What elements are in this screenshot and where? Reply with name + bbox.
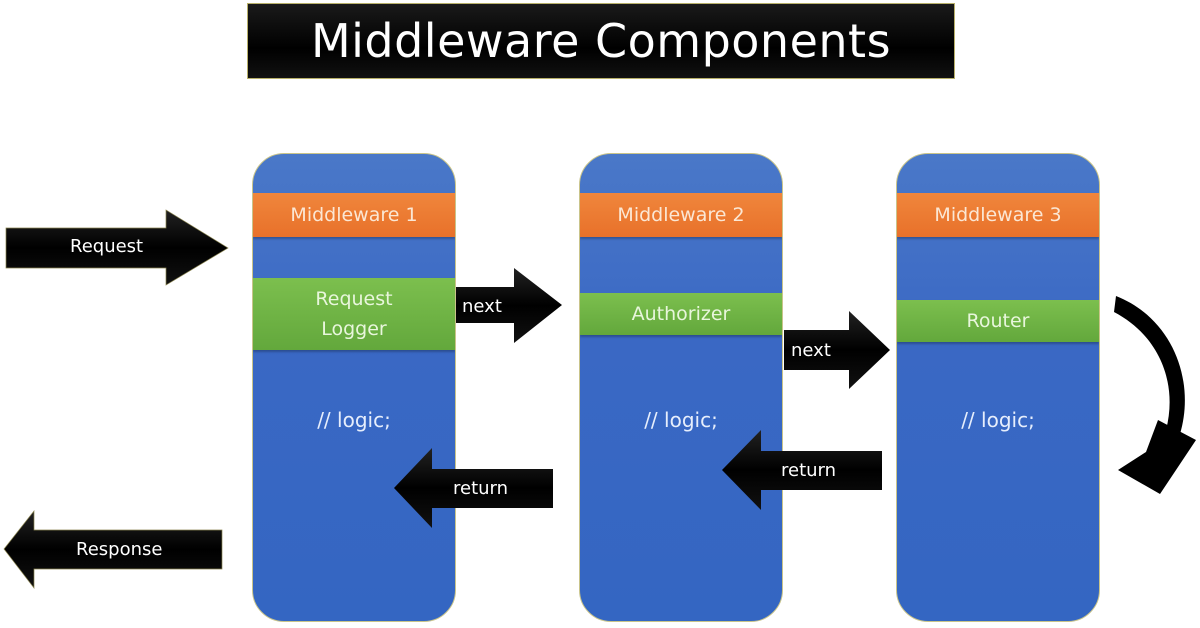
component-router: Router [897, 300, 1099, 342]
next-label-1: next [462, 296, 502, 317]
middleware-column-2: Middleware 2 Authorizer // logic; [579, 153, 783, 622]
return-arrow-2-icon [722, 430, 882, 510]
response-arrow-icon [3, 509, 223, 590]
component-authorizer: Authorizer [580, 293, 782, 335]
middleware-column-3: Middleware 3 Router // logic; [896, 153, 1100, 622]
diagram-title: Middleware Components [247, 3, 955, 79]
curved-return-arrow-icon [1114, 296, 1185, 434]
request-arrow-icon [5, 209, 229, 286]
logic-text-2: // logic; [644, 408, 718, 432]
next-arrow-1-icon [456, 268, 562, 343]
return-label-1: return [453, 478, 509, 499]
return-label-2: return [781, 460, 837, 481]
return-arrow-1-icon [394, 448, 553, 528]
next-arrow-2-icon [784, 311, 890, 389]
curved-arrow-head-icon [1118, 420, 1196, 494]
middleware-header-2: Middleware 2 [580, 193, 782, 237]
middleware-header-1: Middleware 1 [253, 193, 455, 237]
logic-text-1: // logic; [317, 408, 391, 432]
component-request-logger: Request Logger [253, 278, 455, 350]
middleware-column-1: Middleware 1 Request Logger // logic; [252, 153, 456, 622]
logic-text-3: // logic; [961, 408, 1035, 432]
request-label: Request [70, 236, 144, 257]
next-label-2: next [791, 340, 831, 361]
middleware-header-3: Middleware 3 [897, 193, 1099, 237]
response-label: Response [76, 539, 163, 560]
